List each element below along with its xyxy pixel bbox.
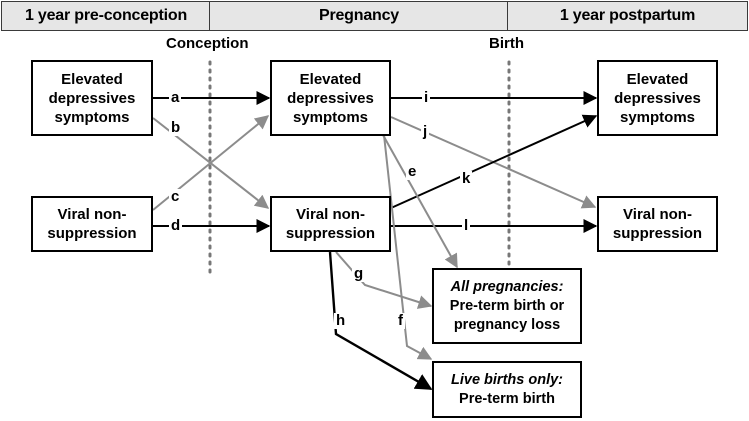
node-outcome-all-pregnancies: All pregnancies: Pre-term birth or pregn… [432, 268, 582, 344]
arrow-e [382, 134, 458, 269]
path-label-i: i [422, 89, 431, 106]
node-post-viral-non-suppression: Viral non- suppression [597, 196, 718, 252]
path-label-h: h [334, 312, 348, 329]
path-label-l: l [462, 217, 471, 234]
node-post-depressive-symptoms: Elevated depressives symptoms [597, 60, 718, 136]
arrow-g [335, 251, 433, 309]
arrow-k [390, 114, 598, 209]
node-preg-depressive-symptoms: Elevated depressives symptoms [270, 60, 391, 136]
birth-label: Birth [489, 35, 524, 52]
path-label-c: c [169, 188, 182, 205]
node-pre-viral-non-suppression: Viral non- suppression [31, 196, 153, 252]
path-label-g: g [352, 265, 366, 282]
path-label-b: b [169, 119, 183, 136]
node-outcome-live-births: Live births only: Pre-term birth [432, 361, 582, 418]
arrow-h [328, 251, 433, 391]
path-label-f: f [396, 312, 405, 329]
path-label-e: e [406, 163, 419, 180]
node-preg-viral-non-suppression: Viral non- suppression [270, 196, 391, 252]
phase-postpartum: 1 year postpartum [507, 1, 748, 31]
path-label-k: k [460, 170, 473, 187]
phase-pregnancy: Pregnancy [209, 1, 509, 31]
phase-pre-conception: 1 year pre-conception [1, 1, 211, 31]
arrow-f [383, 134, 433, 360]
path-label-d: d [169, 217, 183, 234]
path-label-j: j [421, 123, 430, 140]
path-label-a: a [169, 89, 182, 106]
conception-label: Conception [166, 35, 249, 52]
node-pre-depressive-symptoms: Elevated depressives symptoms [31, 60, 153, 136]
